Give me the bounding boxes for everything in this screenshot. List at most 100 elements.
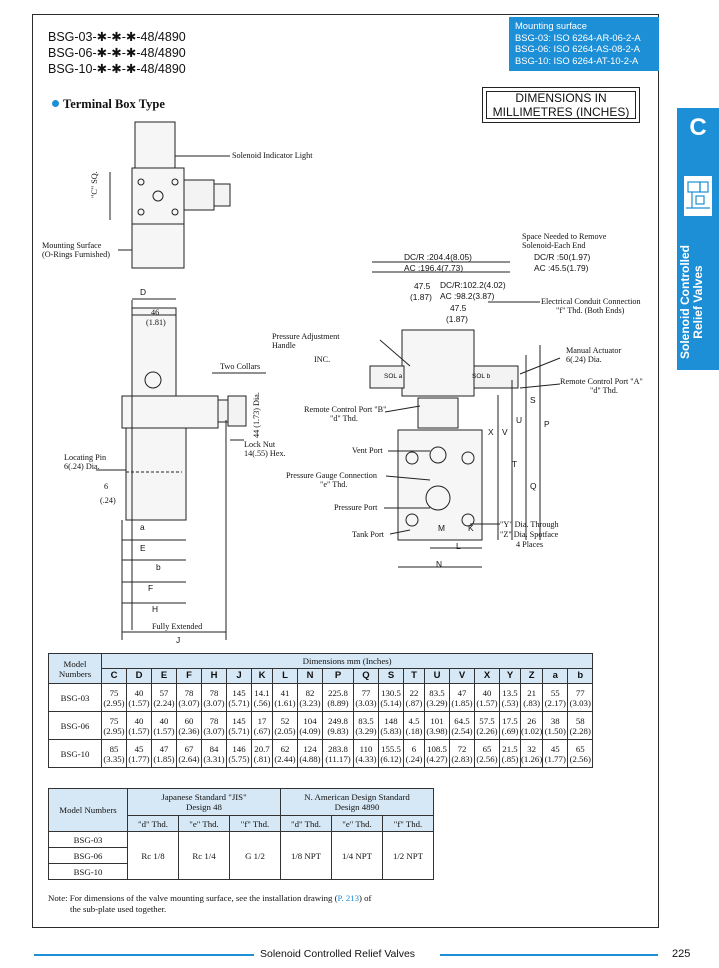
column-header: J (226, 668, 252, 684)
dimension-cell: 77(3.03) (567, 683, 594, 712)
column-header: F (176, 668, 202, 684)
remote-port-b-thd-label: "d" Thd. (330, 414, 358, 423)
page-number: 225 (672, 948, 691, 960)
dimension-cell: 130.5(5.14) (378, 683, 404, 712)
manual-actuator-dia-label: 6(.24) Dia. (566, 355, 602, 364)
footer-title: Solenoid Controlled Relief Valves (260, 948, 416, 960)
valve-symbol-icon (684, 176, 712, 216)
dimension-cell: 108.5(4.27) (424, 739, 450, 768)
mounting-line: BSG-06: ISO 6264-AS-08-2-A (515, 43, 641, 54)
dimension-cell: 32(1.26) (519, 739, 544, 768)
column-header: L (272, 668, 298, 684)
dim-p-label: P (544, 419, 550, 429)
thread-value-cell: G 1/2 (229, 831, 281, 880)
dimension-cell: 4.5(.18) (403, 711, 425, 740)
dia-44-label: 44 (1.73) Dia. (252, 392, 261, 438)
mounting-surface-box: Mounting surface BSG-03: ISO 6264-AR-06-… (509, 17, 659, 71)
mounting-line: BSG-10: ISO 6264-AT-10-2-A (515, 54, 639, 66)
dimension-cell: 47(1.85) (449, 683, 475, 712)
dim-s-label: S (530, 395, 536, 405)
lock-nut-hex-label: 14(.55) Hex. (244, 449, 286, 458)
front-view-drawing (369, 261, 541, 568)
dim-m-label: M (438, 523, 445, 533)
page-reference-link[interactable]: P. 213 (337, 893, 360, 903)
thread-column-header: "d" Thd. (280, 815, 332, 832)
dimension-cell: 104(4.09) (297, 711, 323, 740)
model-cell: BSG-06 (48, 711, 102, 740)
footer-rule-left (34, 954, 254, 956)
dimension-cell: 13.5(.53) (499, 683, 521, 712)
dim-475b-label: 47.5 (450, 303, 467, 313)
dimension-cell: 47(1.85) (151, 739, 177, 768)
thread-table: Model Numbers Japanese Standard "JIS"Des… (48, 788, 434, 880)
sol-b-label: SOL b (472, 373, 491, 380)
dimension-cell: 83.5(3.29) (353, 711, 379, 740)
dim-475b-inch-label: (1.87) (446, 314, 468, 324)
remote-port-a-thd-label: "d" Thd. (590, 386, 618, 395)
column-header: H (201, 668, 227, 684)
dimension-cell: 17(.67) (251, 711, 273, 740)
tank-port-label: Tank Port (352, 530, 384, 539)
dimension-cell: 45(1.77) (126, 739, 152, 768)
dimension-cell: 75(2.95) (101, 711, 127, 740)
dimension-cell: 52(2.05) (272, 711, 298, 740)
thread-column-header: "f" Thd. (229, 815, 281, 832)
dimension-cell: 40(1.57) (126, 711, 152, 740)
y-dia-label: "Y" Dia. Through (500, 520, 559, 529)
column-header: K (251, 668, 273, 684)
thread-value-cell: Rc 1/4 (178, 831, 230, 880)
thread-value-cell: 1/4 NPT (331, 831, 383, 880)
fully-extended-label: Fully Extended (152, 622, 203, 631)
dimension-cell: 67(2.64) (176, 739, 202, 768)
dimension-cell: 60(2.36) (176, 711, 202, 740)
model-line: BSG-06-✱-✱-✱-48/4890 (48, 46, 186, 60)
dcr-right-label: DC/R :50(1.97) (534, 252, 591, 262)
dimension-cell: 124(4.88) (297, 739, 323, 768)
dimension-cell: 101(3.98) (424, 711, 450, 740)
column-header: N (297, 668, 323, 684)
dimension-cell: 40(1.57) (126, 683, 152, 712)
dimension-cell: 225.8(8.89) (322, 683, 354, 712)
dimension-cell: 6(.24) (403, 739, 425, 768)
space-needed-label: Space Needed to Remove (522, 232, 607, 241)
dimension-cell: 65(2.56) (567, 739, 594, 768)
thread-header-jis: Japanese Standard "JIS"Design 48 (127, 788, 281, 816)
handle-label: Handle (272, 341, 296, 350)
footer-rule-right (440, 954, 658, 956)
column-header: Q (353, 668, 379, 684)
units-box: DIMENSIONS IN MILLIMETRES (INCHES) (482, 87, 640, 123)
ac-mid-label: AC :98.2(3.87) (440, 291, 495, 301)
column-header: P (322, 668, 354, 684)
dimension-cell: 84(3.31) (201, 739, 227, 768)
sol-a-label: SOL a (384, 373, 403, 380)
dimension-cell: 85(3.35) (101, 739, 127, 768)
locating-pin-dia-label: 6(.24) Dia. (64, 462, 100, 471)
four-places-label: 4 Places (516, 540, 544, 549)
electrical-conduit-label: Electrical Conduit Connection (541, 297, 641, 306)
column-header: T (403, 668, 425, 684)
dim-46-label: 46 (151, 308, 160, 317)
dim-t-label: T (512, 459, 518, 469)
dim-475-label: 47.5 (414, 281, 431, 291)
thread-value-cell: 1/8 NPT (280, 831, 332, 880)
pressure-adjustment-label: Pressure Adjustment (272, 332, 340, 341)
section-title: Terminal Box Type (52, 97, 165, 112)
thread-model-cell: BSG-03 (48, 831, 128, 848)
remote-port-a-label: Remote Control Port "A" (560, 377, 643, 386)
dim-u-label: U (516, 415, 523, 425)
dcr-mid-label: DC/R:102.2(4.02) (440, 280, 506, 290)
side-view-drawing (121, 298, 247, 640)
dim-h-label: H (152, 604, 159, 614)
column-header: b (567, 668, 594, 684)
mounting-surface-label: Mounting Surface (42, 241, 102, 250)
mounting-title: Mounting surface (515, 20, 587, 31)
column-header: C (101, 668, 127, 684)
dim-x-label: X (488, 427, 494, 437)
f-thd-label: "f" Thd. (Both Ends) (556, 306, 625, 315)
dim-6-label: 6 (104, 482, 109, 491)
table-header-model: Model Numbers (48, 653, 102, 684)
footnote: Note: For dimensions of the valve mounti… (48, 893, 372, 914)
dimension-cell: 17.5(.69) (499, 711, 521, 740)
